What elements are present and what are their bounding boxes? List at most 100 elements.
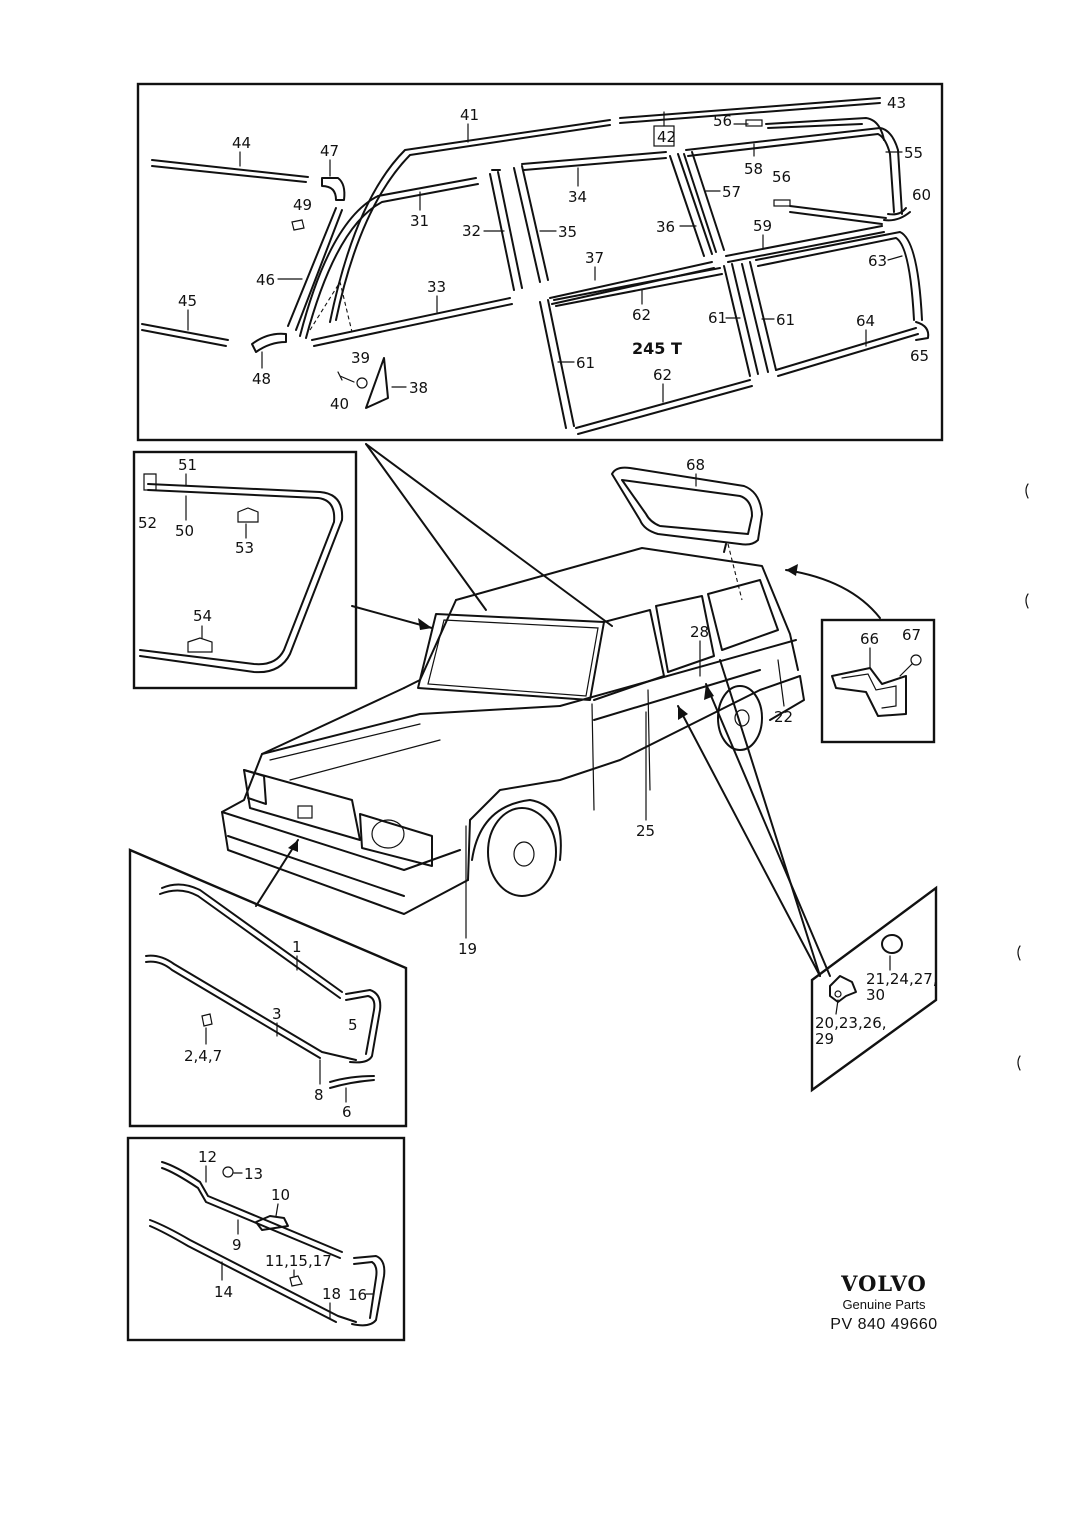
part-9-strip xyxy=(161,1161,343,1259)
part-45-strip xyxy=(141,323,229,347)
label-29: 29 xyxy=(815,1030,834,1048)
part-34-frame xyxy=(521,151,667,171)
label-68: 68 xyxy=(686,456,705,474)
part-67-screw xyxy=(910,654,922,666)
car-labels: 68 28 22 25 19 xyxy=(255,443,881,977)
part-31-frame xyxy=(299,177,479,339)
label-37: 37 xyxy=(585,249,604,267)
volvo-brand-block: VOLVO Genuine Parts PV 840 49660 xyxy=(828,1272,940,1336)
label-61b: 61 xyxy=(776,311,795,329)
part-62-sill-bottom xyxy=(575,379,753,435)
part-52-end-cap xyxy=(143,473,157,491)
part-36-pillar xyxy=(669,153,713,257)
label-51: 51 xyxy=(178,456,197,474)
top-panel-labels: 41 43 42 44 47 49 31 32 34 35 36 37 56 5… xyxy=(178,94,931,413)
label-28: 28 xyxy=(690,623,709,641)
part-32-pillar xyxy=(489,169,523,291)
part-53-clip xyxy=(237,507,259,523)
part-49-clip xyxy=(291,219,305,231)
label-46: 46 xyxy=(256,271,275,289)
label-14: 14 xyxy=(214,1283,233,1301)
label-40: 40 xyxy=(330,395,349,413)
part-21-emblem xyxy=(881,934,903,954)
part-65-corner xyxy=(915,321,930,341)
part-59-sill xyxy=(725,225,885,263)
part-16-corner xyxy=(351,1255,386,1327)
part-48-clip xyxy=(251,332,287,353)
label-41: 41 xyxy=(460,106,479,124)
part-57-pillar xyxy=(683,151,725,253)
part-56-clip-a xyxy=(745,119,763,127)
label-42: 42 xyxy=(657,128,676,146)
part-3-strip xyxy=(145,954,357,1061)
part-44-strip xyxy=(151,159,309,183)
part-37-sill xyxy=(549,261,715,305)
label-64: 64 xyxy=(856,312,875,330)
part-50-moulding xyxy=(139,483,344,674)
part-66-plate xyxy=(831,667,907,717)
part-13-nut xyxy=(222,1166,234,1178)
label-33: 33 xyxy=(427,278,446,296)
label-6: 6 xyxy=(342,1103,352,1121)
label-39: 39 xyxy=(351,349,370,367)
label-3: 3 xyxy=(272,1005,282,1023)
part-11-clip xyxy=(289,1275,303,1287)
part-58-frame xyxy=(685,127,903,215)
part-39-nut xyxy=(356,377,368,389)
part-2-clip xyxy=(201,1013,213,1027)
label-56a: 56 xyxy=(713,112,732,130)
genuine-parts-label: Genuine Parts xyxy=(842,1297,926,1312)
label-10: 10 xyxy=(271,1186,290,1204)
label-38: 38 xyxy=(409,379,428,397)
part-61-pillar-mid xyxy=(723,263,759,377)
label-62b: 62 xyxy=(653,366,672,384)
label-50: 50 xyxy=(175,522,194,540)
label-48: 48 xyxy=(252,370,271,388)
rear-wheel xyxy=(717,685,763,751)
label-1: 1 xyxy=(292,938,302,956)
label-12: 12 xyxy=(198,1148,217,1166)
label-13: 13 xyxy=(244,1165,263,1183)
label-61c: 61 xyxy=(576,354,595,372)
label-57: 57 xyxy=(722,183,741,201)
windscreen-moulding-panel: 51 52 50 53 54 xyxy=(132,450,358,690)
part-47-clip xyxy=(321,177,346,201)
label-45: 45 xyxy=(178,292,197,310)
margin-marks xyxy=(1017,483,1029,1071)
label-35: 35 xyxy=(558,223,577,241)
part-reference-number: PV 840 49660 xyxy=(830,1316,938,1333)
emblem-panel: 21,24,27, 30 20,23,26, 29 xyxy=(810,885,938,1093)
label-66: 66 xyxy=(860,630,879,648)
label-31: 31 xyxy=(410,212,429,230)
label-30: 30 xyxy=(866,986,885,1004)
label-58: 58 xyxy=(744,160,763,178)
part-55-strip xyxy=(765,117,885,141)
part-38-wedge xyxy=(365,357,389,409)
part-1-strip xyxy=(159,883,343,999)
part-62-sill-top xyxy=(553,267,723,307)
label-22: 22 xyxy=(774,708,793,726)
label-32: 32 xyxy=(462,222,481,240)
part-56-clip-b xyxy=(773,199,791,207)
label-11-15-17: 11,15,17 xyxy=(265,1252,332,1270)
label-44: 44 xyxy=(232,134,251,152)
label-21-24-27: 21,24,27, xyxy=(866,970,938,988)
label-54: 54 xyxy=(193,607,212,625)
label-43: 43 xyxy=(887,94,906,112)
label-36: 36 xyxy=(656,218,675,236)
label-9: 9 xyxy=(232,1236,242,1254)
label-65: 65 xyxy=(910,347,929,365)
label-52: 52 xyxy=(138,514,157,532)
label-63: 63 xyxy=(868,252,887,270)
part-46-strip xyxy=(287,207,343,331)
part-33-sill xyxy=(311,297,513,347)
part-61-pillar-left xyxy=(539,299,575,429)
model-label: 245 T xyxy=(632,339,682,358)
label-67: 67 xyxy=(902,626,921,644)
top-panel-side-mouldings xyxy=(136,82,944,442)
front-wheel xyxy=(487,807,557,897)
label-56b: 56 xyxy=(772,168,791,186)
label-34: 34 xyxy=(568,188,587,206)
part-14-strip xyxy=(149,1219,357,1323)
part-6-strip xyxy=(329,1075,375,1089)
